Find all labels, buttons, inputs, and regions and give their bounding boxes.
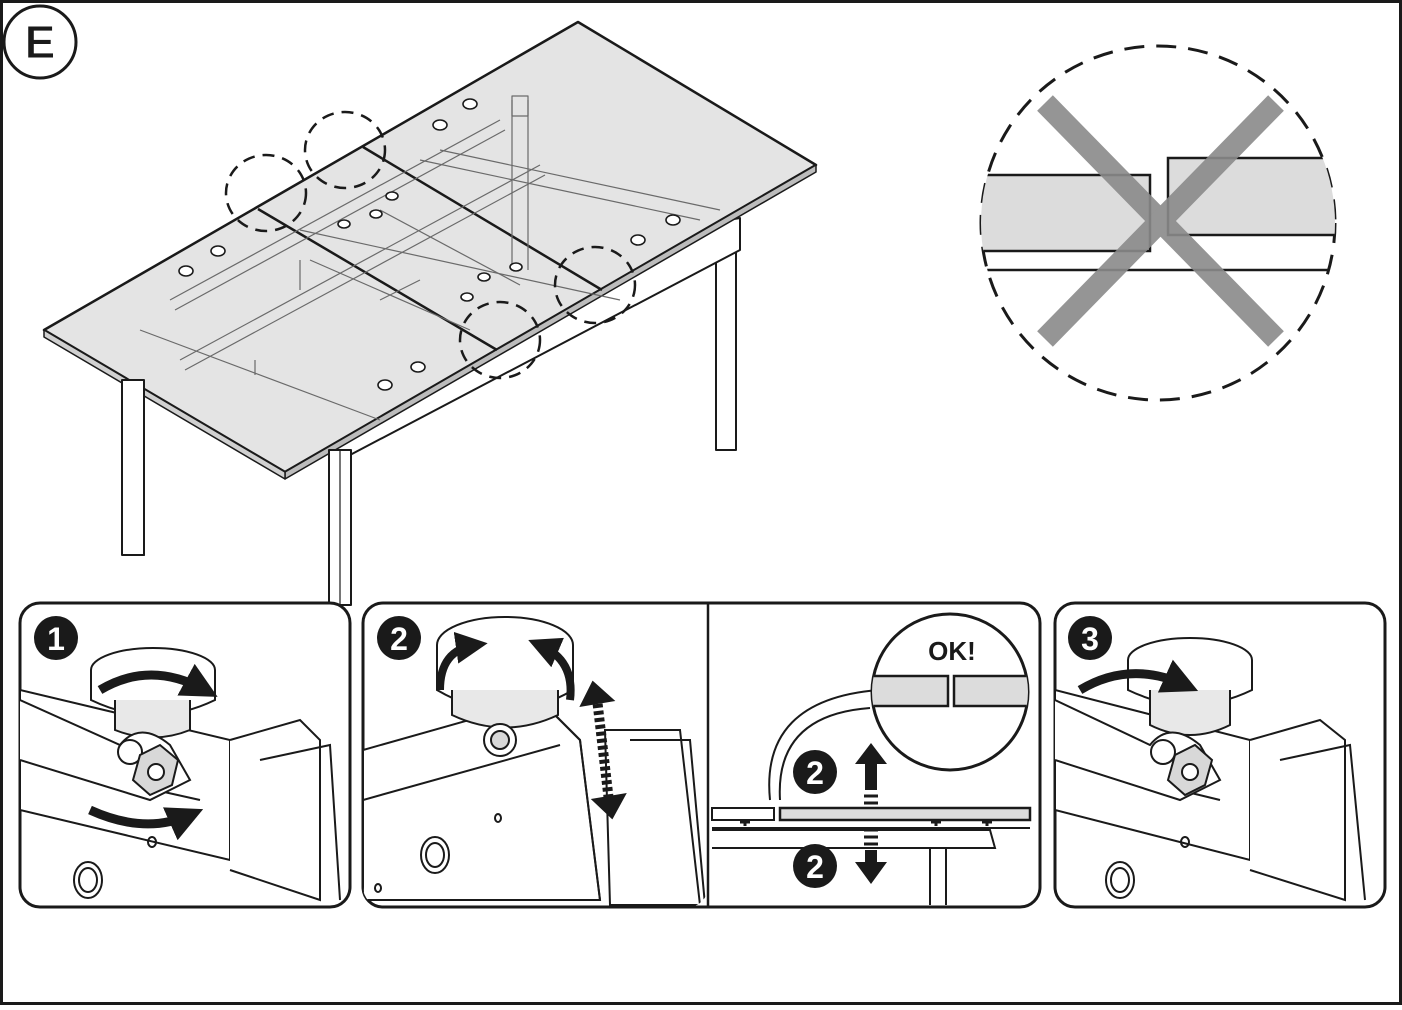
step2b-up-badge: 2 <box>793 750 837 794</box>
step1-badge: 1 <box>34 616 78 660</box>
lower-arrow-icon <box>855 828 887 884</box>
step3-badge: 3 <box>1068 616 1112 660</box>
step2b-illustration <box>711 689 1032 905</box>
ok-label: OK! <box>928 636 976 666</box>
step2-number: 2 <box>390 621 408 657</box>
step2-illustration <box>363 616 706 906</box>
raise-arrow-icon <box>855 743 887 805</box>
step2-arrow-right <box>528 637 575 701</box>
cross-mark-icon <box>1037 95 1284 347</box>
highlight-circles <box>224 110 637 380</box>
step3-number: 3 <box>1081 621 1099 657</box>
step3-panel: 3 <box>1053 601 1387 909</box>
extension-seam-left <box>257 207 498 352</box>
ok-callout: OK! <box>870 612 1030 772</box>
step1-number: 1 <box>47 621 65 657</box>
ok-glass-left <box>872 674 950 708</box>
step3-illustration <box>1055 637 1366 902</box>
table-illustration <box>42 20 818 606</box>
step2-badge: 2 <box>377 616 421 660</box>
step2b-up-number: 2 <box>806 755 824 791</box>
section-letter: E <box>25 16 56 68</box>
section-badge: E <box>2 4 78 80</box>
step3-arrow <box>1077 659 1199 694</box>
ok-glass-right <box>952 674 1028 708</box>
step1-panel: 1 <box>18 601 352 909</box>
up-down-arrow-icon <box>579 680 627 820</box>
step2-panel: 2 OK! <box>361 601 1042 909</box>
step1-arrow-upper <box>97 663 218 697</box>
step2-arrow-left <box>436 631 488 691</box>
slide-mechanism <box>139 95 721 421</box>
glass-support-knobs <box>178 98 681 391</box>
table-leg-front-left <box>121 379 145 556</box>
wrong-alignment-callout <box>979 44 1337 402</box>
step2b-down-number: 2 <box>806 849 824 885</box>
extension-seam-right <box>362 145 603 292</box>
step2b-down-badge: 2 <box>793 844 837 888</box>
step1-arrow-lower <box>88 805 204 841</box>
